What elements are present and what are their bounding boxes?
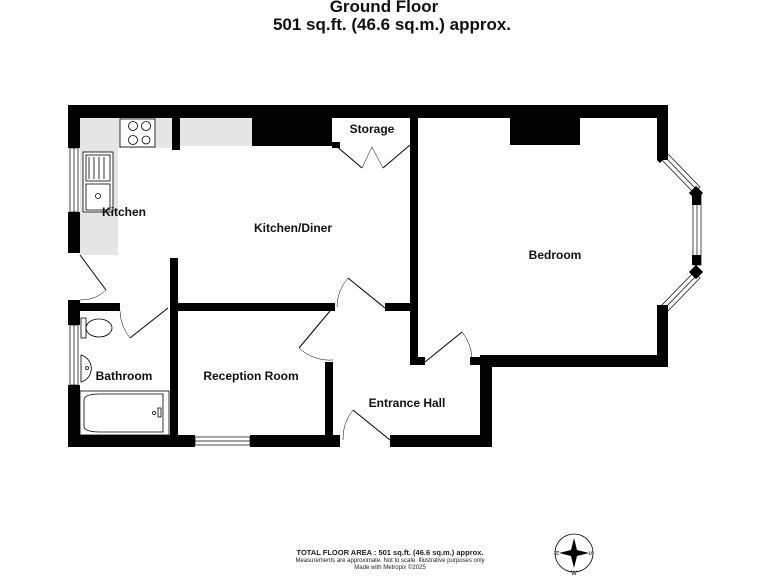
floor-area-subtitle: 501 sq.ft. (46.6 sq.m.) approx.: [272, 15, 512, 34]
bay-window-posts: [657, 150, 704, 280]
toilet-icon: [80, 317, 113, 339]
compass-w: W: [571, 571, 577, 576]
room-label-entrance-hall: Entrance Hall: [369, 396, 446, 410]
walls: [68, 105, 668, 447]
doors: [79, 144, 473, 441]
basin-icon: [80, 354, 92, 383]
room-label-storage: Storage: [350, 122, 395, 136]
hob-icon: [119, 118, 156, 148]
credit: Made with Metropix ©2025: [354, 565, 426, 571]
sink-icon: [82, 151, 114, 213]
windows: [69, 147, 702, 446]
compass-s: S: [587, 551, 593, 555]
room-label-kitchen: Kitchen: [102, 205, 146, 219]
compass-icon: N S W: [554, 533, 594, 576]
room-label-kitchen-diner: Kitchen/Diner: [254, 221, 332, 235]
floor-title: Ground Floor: [329, 0, 439, 16]
disclaimer: Measurements are approximate. Not to sca…: [295, 558, 485, 564]
bath-icon: [79, 390, 170, 436]
total-floor-area: TOTAL FLOOR AREA : 501 sq.ft. (46.6 sq.m…: [296, 548, 484, 557]
room-label-bedroom: Bedroom: [529, 248, 582, 262]
room-label-bathroom: Bathroom: [96, 369, 153, 383]
compass-n: N: [555, 551, 561, 555]
room-label-reception-room: Reception Room: [203, 369, 298, 383]
